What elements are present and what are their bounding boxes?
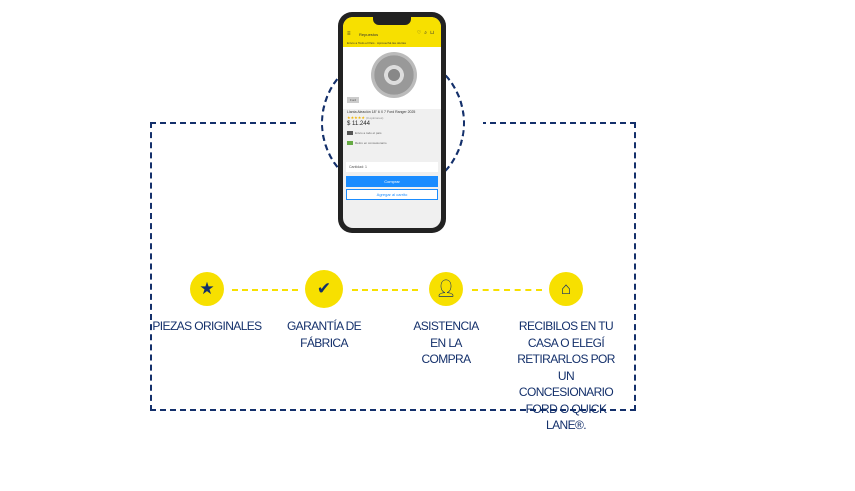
product-image: Ford (343, 47, 441, 109)
check-badge-icon: ✔ (307, 272, 341, 306)
home-icon: ⌂ (549, 272, 583, 306)
rating: ★★★★★ (0 opiniones) (347, 115, 384, 120)
feature-warranty: ✔ GARANTÍA DE FÁBRICA (254, 272, 394, 351)
feature-label: PIEZAS ORIGINALES (152, 319, 262, 333)
product-title: Llanta Aleación 18" 6 X 7 Ford Ranger 20… (347, 110, 416, 114)
feature-label: ASISTENCIA EN LA COMPRA (413, 319, 479, 366)
header-title: Repuestos (359, 32, 379, 37)
shipping-option[interactable]: Envío a todo el país (343, 128, 441, 138)
menu-icon[interactable]: ≡ (347, 31, 351, 37)
add-to-cart-button[interactable]: Agregar al carrito (346, 189, 438, 200)
wheel-image (371, 52, 417, 98)
product-tag: Ford (347, 97, 360, 103)
feature-label: RECIBILOS EN TU CASA O ELEGÍ RETIRARLOS … (517, 319, 615, 432)
product-price: $ 11.244 (347, 121, 370, 127)
connector (232, 289, 298, 291)
feature-label: GARANTÍA DE FÁBRICA (286, 319, 362, 350)
user-icon: 👤︎ (429, 272, 463, 306)
quantity-select[interactable]: Cantidad: 1 (346, 162, 438, 172)
feature-assistance: 👤︎ ASISTENCIA EN LA COMPRA (376, 272, 516, 368)
buy-button[interactable]: Comprar (346, 176, 438, 187)
star-icon: ★ (190, 272, 224, 306)
feature-original-parts: ★ PIEZAS ORIGINALES (137, 272, 277, 335)
header-icons[interactable]: ♡⌕⊔ (416, 30, 437, 36)
feature-delivery: ⌂ RECIBILOS EN TU CASA O ELEGÍ RETIRARLO… (496, 272, 636, 434)
connector (352, 289, 418, 291)
header-sub: Envío a Todo el País · Aprovechá las ofe… (347, 41, 406, 45)
pickup-option[interactable]: Retiro en concesionario (343, 138, 441, 148)
connector (472, 289, 542, 291)
phone-mockup: ≡ Repuestos ♡⌕⊔ Envío a Todo el País · A… (338, 12, 446, 233)
